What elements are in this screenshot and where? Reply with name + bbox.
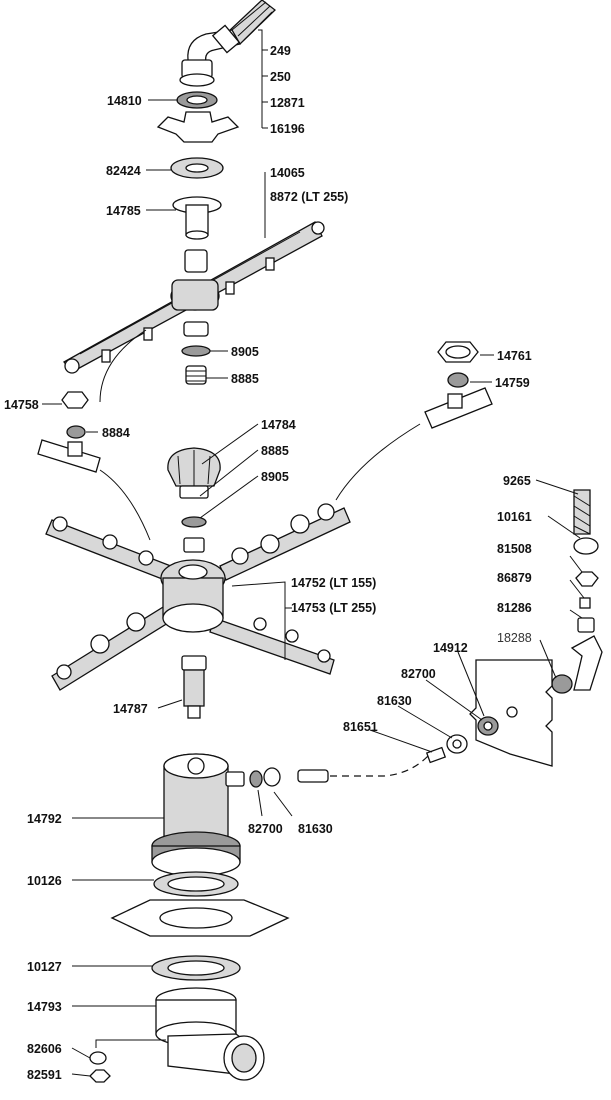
label-12871: 12871: [270, 96, 305, 110]
label-81630-lower: 81630: [298, 822, 333, 836]
label-14785: 14785: [106, 204, 141, 218]
top-hose-assembly: [63, 0, 325, 385]
label-8905-middle: 8905: [261, 470, 289, 484]
label-82700-lower: 82700: [248, 822, 283, 836]
right-hose-assembly: [425, 489, 603, 767]
label-81508: 81508: [497, 542, 532, 556]
label-14793: 14793: [27, 1000, 62, 1014]
label-18288: 18288: [497, 631, 532, 645]
leaders-top: [146, 29, 268, 379]
part-labels: 249 250 12871 16196 14810 82424 14065 88…: [4, 44, 532, 1082]
cross-spray-arm: [45, 447, 351, 719]
label-14759: 14759: [495, 376, 530, 390]
label-8885-upper: 8885: [231, 372, 259, 386]
leaders-right: [369, 479, 585, 753]
label-81630-right: 81630: [377, 694, 412, 708]
label-82424: 82424: [106, 164, 141, 178]
leaders-middle: [157, 423, 292, 709]
label-81651: 81651: [343, 720, 378, 734]
label-82591: 82591: [27, 1068, 62, 1082]
label-14761: 14761: [497, 349, 532, 363]
label-82700-right: 82700: [401, 667, 436, 681]
label-82606: 82606: [27, 1042, 62, 1056]
label-14065: 14065: [270, 166, 305, 180]
bottom-sump-assembly: [89, 753, 290, 1083]
label-8872: 8872 (LT 255): [270, 190, 348, 204]
label-10161: 10161: [497, 510, 532, 524]
label-8885-middle: 8885: [261, 444, 289, 458]
label-14787: 14787: [113, 702, 148, 716]
left-nozzle-parts: [37, 391, 101, 473]
label-14912: 14912: [433, 641, 468, 655]
label-86879: 86879: [497, 571, 532, 585]
label-16196: 16196: [270, 122, 305, 136]
label-10127: 10127: [27, 960, 62, 974]
label-14753: 14753 (LT 255): [291, 601, 376, 615]
label-14758: 14758: [4, 398, 39, 412]
right-nozzle-parts: [424, 341, 494, 429]
label-81286: 81286: [497, 601, 532, 615]
label-249: 249: [270, 44, 291, 58]
label-14792: 14792: [27, 812, 62, 826]
leaders-bottom: [71, 789, 293, 1077]
label-8905-upper: 8905: [231, 345, 259, 359]
label-9265: 9265: [503, 474, 531, 488]
label-14752: 14752 (LT 155): [291, 576, 376, 590]
label-8884: 8884: [102, 426, 130, 440]
label-14810: 14810: [107, 94, 142, 108]
label-10126: 10126: [27, 874, 62, 888]
label-14784: 14784: [261, 418, 296, 432]
label-250: 250: [270, 70, 291, 84]
